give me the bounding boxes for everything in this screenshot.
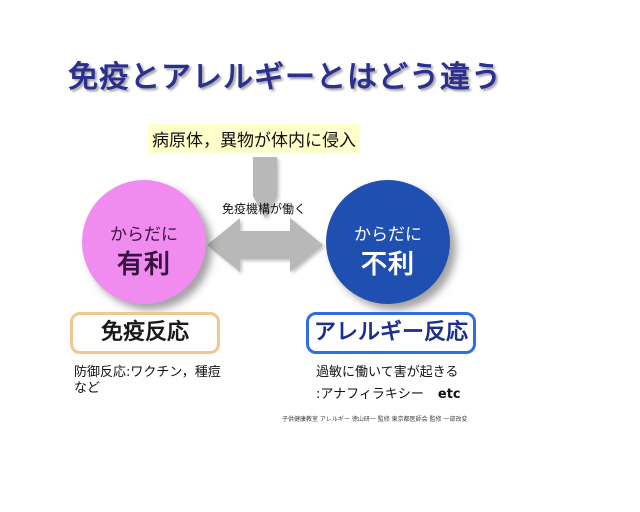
allergy-example: :アナフィラキシー etc (316, 387, 461, 403)
down-arrow (253, 157, 277, 218)
allergy-description: 過敏に働いて害が起きる (316, 365, 459, 380)
mechanism-label: 免疫機構が働く (222, 202, 307, 216)
allergy-reaction-box: アレルギー反応 (306, 312, 476, 354)
immune-description: 防御反応:ワクチン，種痘など (74, 365, 221, 396)
page-title: 免疫とアレルギーとはどう違う (68, 60, 502, 95)
immune-reaction-box: 免疫反応 (70, 312, 220, 354)
harmful-circle: からだに 不利 (326, 180, 450, 304)
beneficial-circle: からだに 有利 (82, 180, 206, 304)
source-citation: 子供健康教室 アレルギー 徳山研一 監修 東京都医師会 監修 一部改変 (282, 416, 468, 423)
allergy-example-text: :アナフィラキシー (316, 387, 424, 402)
beneficial-sub-label: からだに (110, 225, 178, 245)
beneficial-main-label: 有利 (116, 250, 171, 280)
trigger-label: 病原体，異物が体内に侵入 (148, 124, 360, 153)
allergy-etc: etc (437, 387, 461, 402)
harmful-sub-label: からだに (354, 225, 422, 245)
harmful-main-label: 不利 (360, 250, 415, 280)
double-arrow (207, 218, 323, 272)
